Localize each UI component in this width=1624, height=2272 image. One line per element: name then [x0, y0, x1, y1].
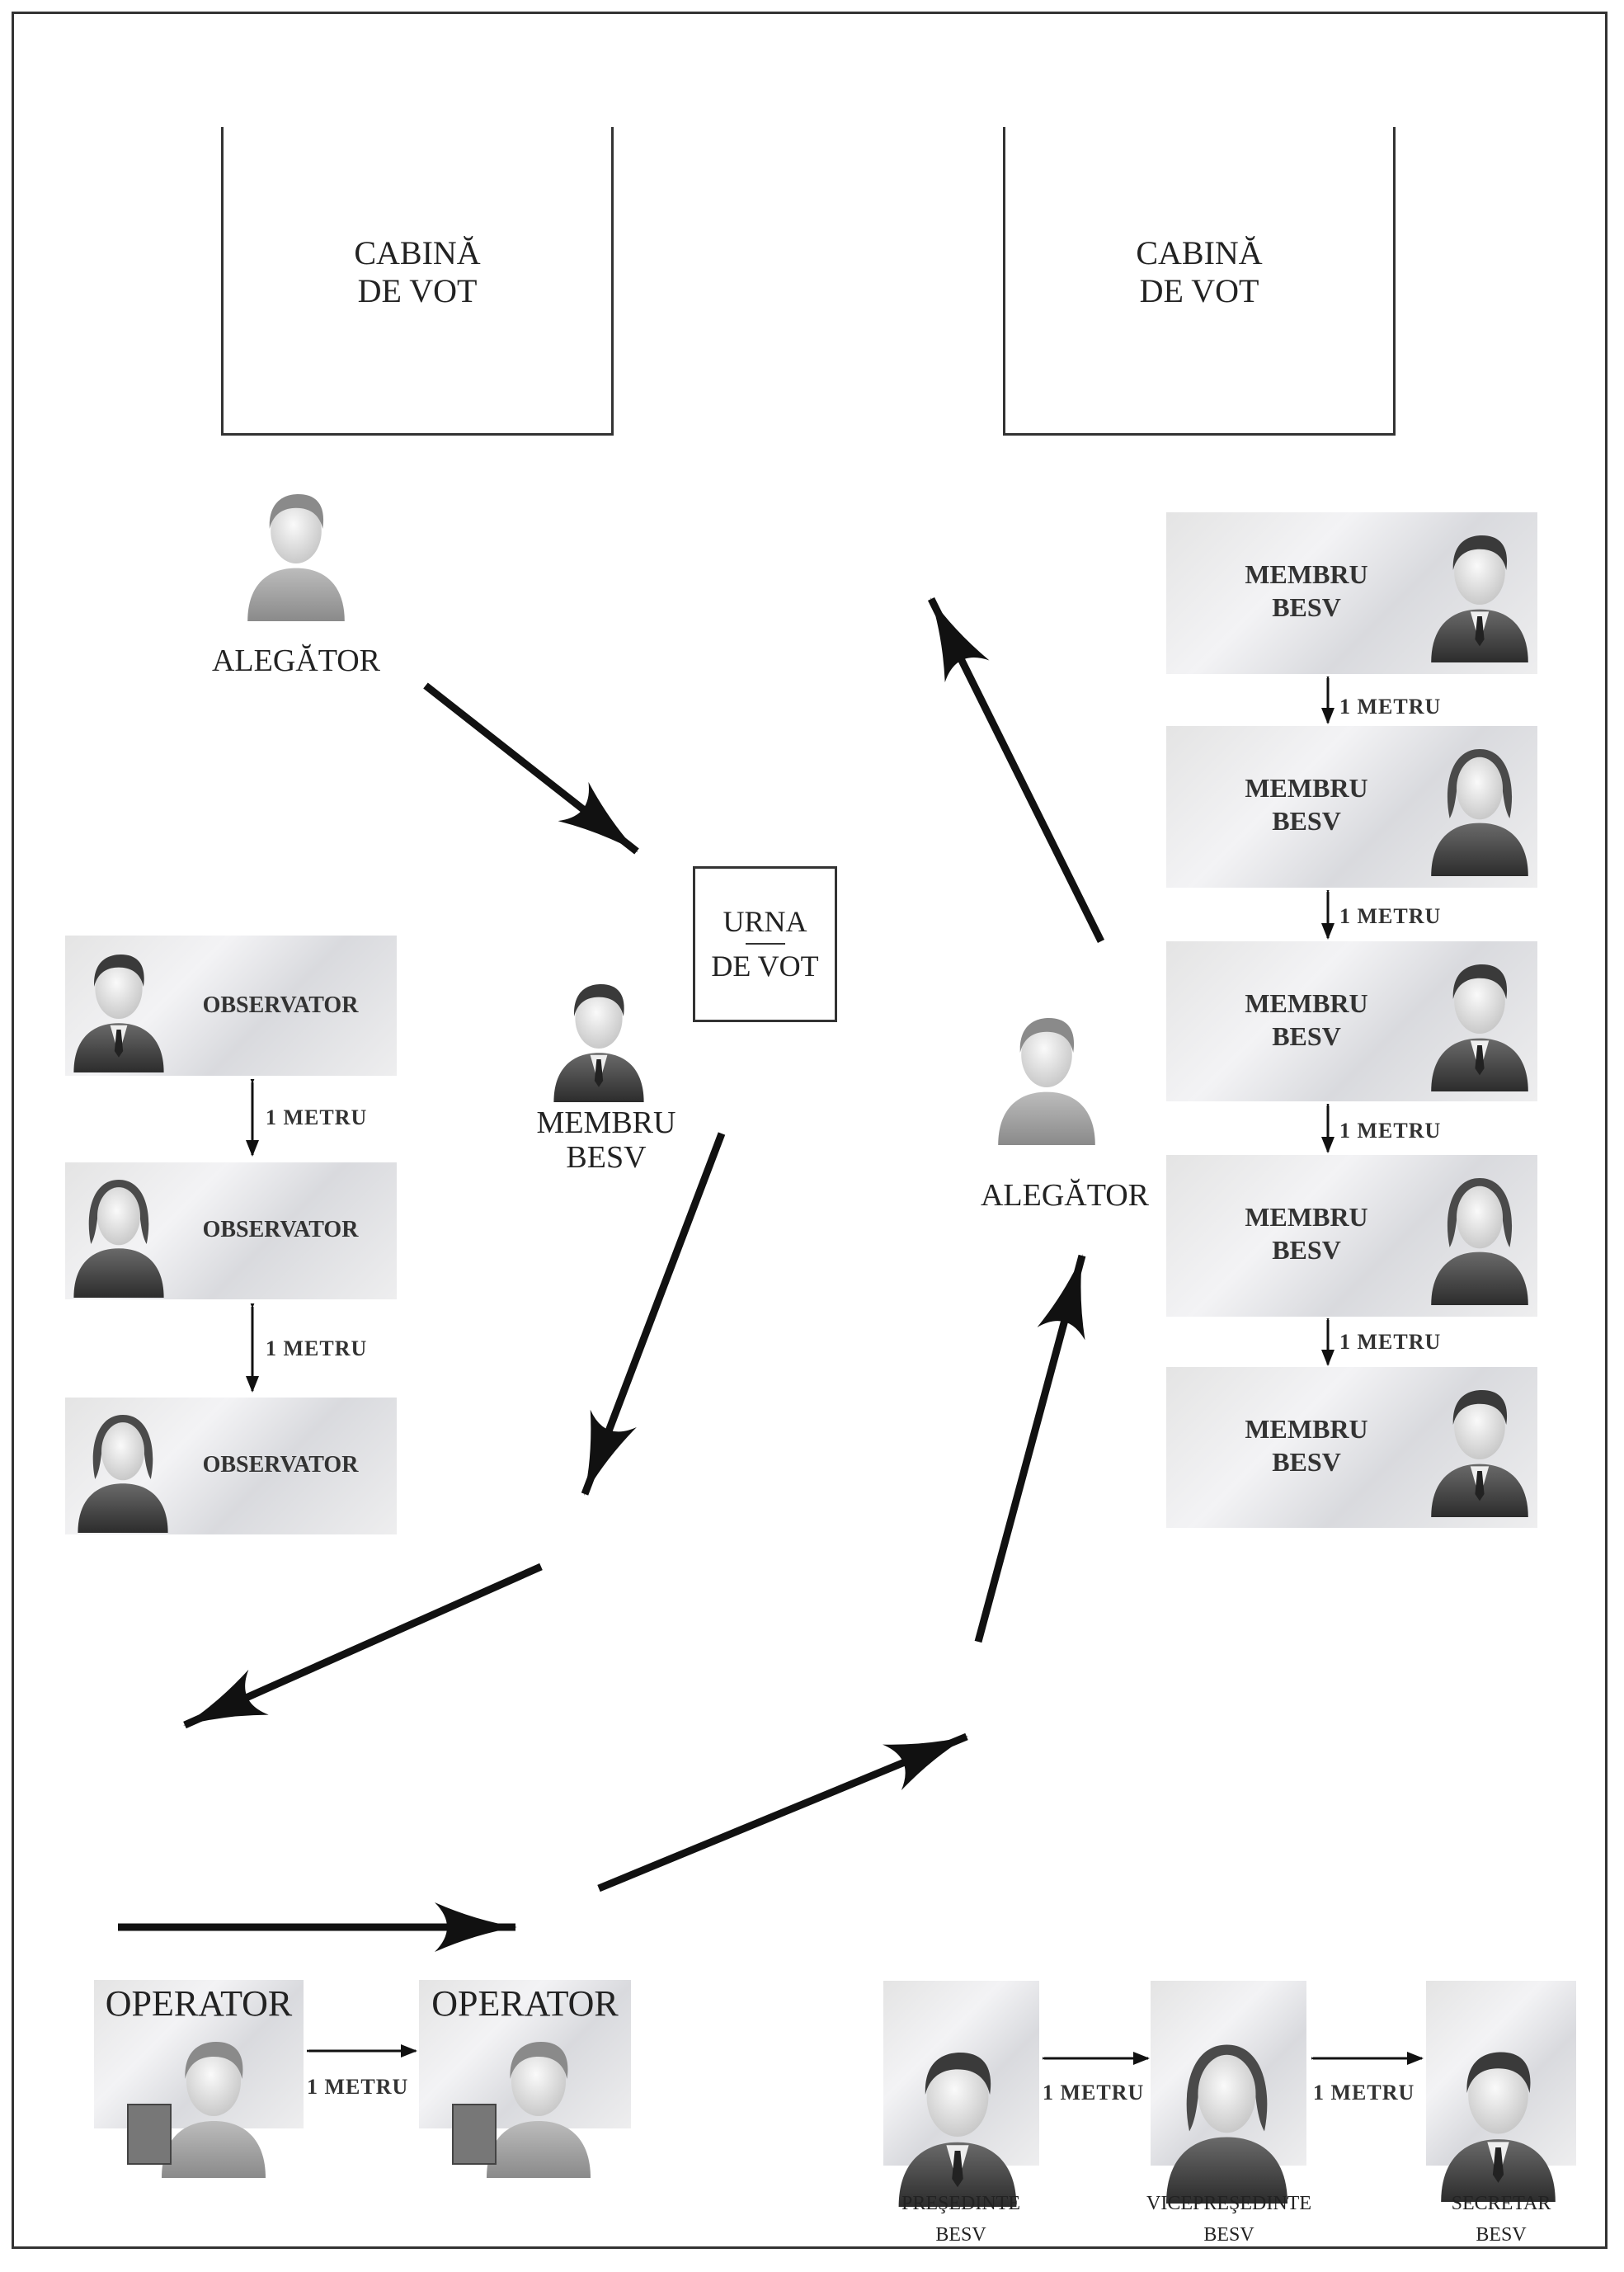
secretary-card — [1426, 1981, 1576, 2166]
observer-label: OBSERVATOR — [202, 1217, 359, 1242]
voting-booth-label: CABINĂ DE VOT — [1005, 234, 1393, 310]
president-line1: PREŞEDINTE — [901, 2193, 1020, 2214]
secretary-label: SECRETAR BESV — [1452, 2188, 1551, 2251]
center-member-line1: MEMBRU — [536, 1105, 676, 1140]
distance-arrow-icon — [246, 1303, 259, 1393]
secretary-line2: BESV — [1476, 2224, 1527, 2246]
center-member-label: MEMBRU BESV — [537, 1105, 676, 1175]
vice-president-label: VICEPREŞEDINTE BESV — [1146, 2188, 1311, 2251]
president-card — [883, 1981, 1039, 2166]
distance-label: 1 METRU — [266, 1336, 368, 1360]
distance-label: 1 METRU — [1313, 2081, 1415, 2105]
member-line1: MEMBRU — [1245, 773, 1368, 803]
member-line1: MEMBRU — [1245, 1414, 1368, 1444]
center-member-line2: BESV — [566, 1140, 647, 1175]
booth-label-line2: DE VOT — [1139, 272, 1259, 309]
distance-arrow-icon — [1321, 676, 1335, 724]
operator-card: OPERATOR — [94, 1980, 304, 2128]
president-line2: BESV — [935, 2224, 986, 2246]
diagram-frame — [12, 12, 1608, 2249]
observer-card: OBSERVATOR — [65, 1162, 397, 1299]
distance-label: 1 METRU — [1339, 1330, 1442, 1354]
ballot-box-divider — [745, 943, 785, 945]
ballot-box-line2: DE VOT — [711, 950, 819, 983]
observer-label: OBSERVATOR — [202, 1452, 359, 1478]
flow-arrow-to-left — [183, 1563, 543, 1729]
flow-arrow-voter-to-ballot-box — [423, 682, 639, 855]
observer-card: OBSERVATOR — [65, 936, 397, 1076]
member-line2: BESV — [1272, 1021, 1341, 1051]
computer-monitor-icon — [452, 2104, 497, 2165]
distance-arrow-icon — [1321, 1318, 1335, 1366]
distance-label: 1 METRU — [307, 2075, 409, 2099]
distance-arrow-icon — [307, 2044, 417, 2058]
operator-label: OPERATOR — [105, 1983, 293, 2024]
member-line2: BESV — [1272, 1447, 1341, 1477]
distance-arrow-icon — [1043, 2052, 1150, 2065]
flow-arrow-to-voter-right — [974, 1254, 1086, 1643]
observer-card: OBSERVATOR — [65, 1398, 397, 1534]
observer-label: OBSERVATOR — [202, 992, 359, 1018]
voter-label: ALEGĂTOR — [211, 643, 381, 678]
secretary-line1: SECRETAR — [1451, 2193, 1551, 2214]
flow-arrow-to-booth — [927, 596, 1105, 944]
operator-label: OPERATOR — [431, 1983, 619, 2024]
booth-label-line2: DE VOT — [357, 272, 478, 309]
ballot-box: URNA DE VOT — [693, 866, 837, 1022]
computer-monitor-icon — [127, 2104, 172, 2165]
distance-label: 1 METRU — [1339, 695, 1442, 719]
distance-arrow-icon — [1311, 2052, 1424, 2065]
voting-booth-label: CABINĂ DE VOT — [224, 234, 611, 310]
member-line2: BESV — [1272, 1235, 1341, 1265]
flow-arrow-operators-up — [597, 1732, 968, 1893]
member-line1: MEMBRU — [1245, 988, 1368, 1018]
booth-label-line1: CABINĂ — [1136, 234, 1263, 271]
booth-label-line1: CABINĂ — [354, 234, 481, 271]
distance-arrow-icon — [1321, 1104, 1335, 1153]
member-line2: BESV — [1272, 592, 1341, 622]
distance-label: 1 METRU — [1043, 2081, 1145, 2105]
vice-president-card — [1151, 1981, 1306, 2166]
vice-president-line2: BESV — [1203, 2224, 1254, 2246]
flow-arrow-member-down — [581, 1132, 726, 1496]
voting-booth-left: CABINĂ DE VOT — [221, 127, 614, 436]
distance-label: 1 METRU — [1339, 904, 1442, 928]
member-line2: BESV — [1272, 806, 1341, 836]
member-line1: MEMBRU — [1245, 559, 1368, 589]
voter-label: ALEGĂTOR — [980, 1178, 1150, 1213]
ballot-box-line1: URNA — [723, 905, 807, 938]
president-label: PREŞEDINTE BESV — [901, 2188, 1020, 2251]
distance-arrow-icon — [246, 1079, 259, 1157]
member-line1: MEMBRU — [1245, 1202, 1368, 1232]
vice-president-line1: VICEPREŞEDINTE — [1146, 2193, 1311, 2214]
distance-label: 1 METRU — [266, 1105, 368, 1129]
operator-card: OPERATOR — [419, 1980, 631, 2128]
voting-booth-right: CABINĂ DE VOT — [1003, 127, 1396, 436]
distance-label: 1 METRU — [1339, 1119, 1442, 1143]
distance-arrow-icon — [1321, 890, 1335, 940]
